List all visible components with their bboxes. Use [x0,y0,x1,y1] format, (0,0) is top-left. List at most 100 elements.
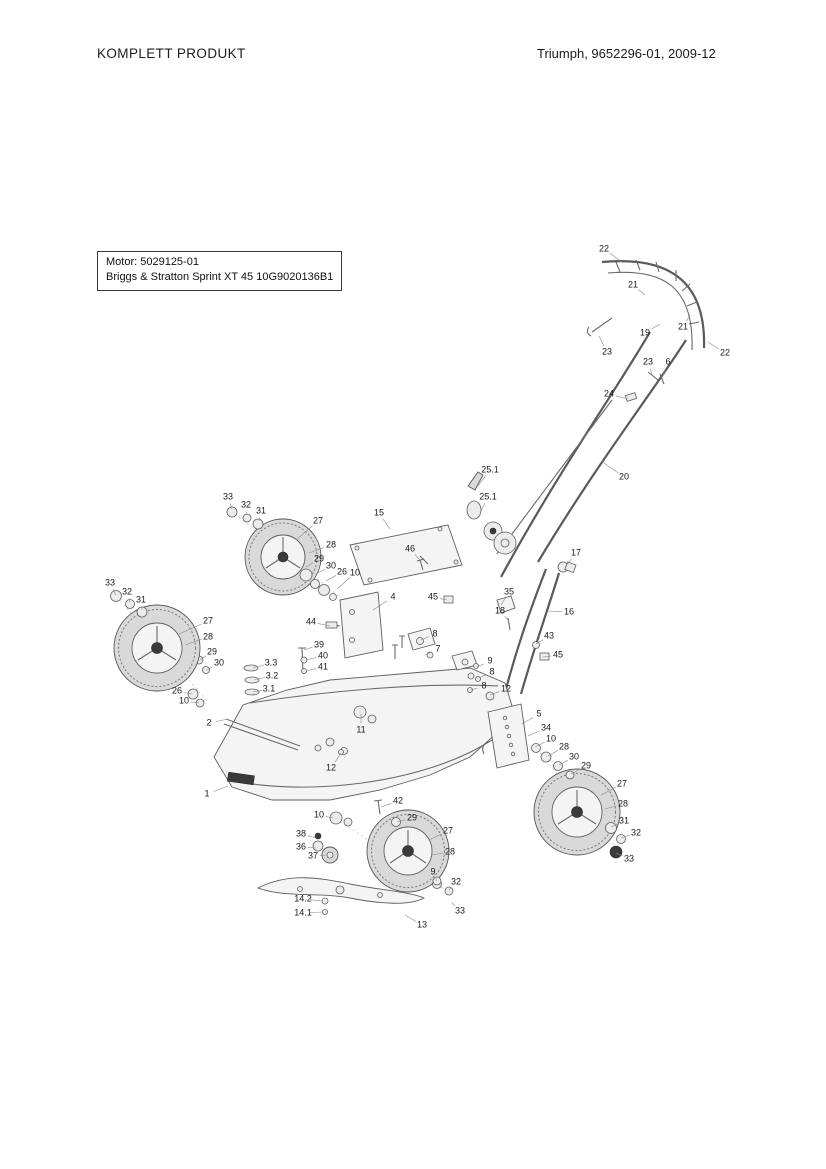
callout-label: 6 [665,356,670,366]
callout-leader-line [451,902,456,907]
callout-label: 7 [435,643,440,653]
callout-label: 12 [326,762,336,772]
callout-label: 30 [569,751,579,761]
callout-leader-line [428,833,442,841]
callout-leader-line [295,525,313,541]
callout-leader-line [521,717,534,725]
callout-label: 34 [541,722,551,732]
callout-label: 32 [451,876,461,886]
callout-leader-line [309,911,323,913]
callout-leader-line [317,623,331,627]
wheel-rear-left [329,799,454,896]
callout-label: 46 [405,543,415,553]
front-axle [223,718,301,751]
callout-leader-line [404,914,417,922]
callout-leader-line [435,878,438,882]
callout-leader-line [309,899,323,902]
callout-label: 41 [318,661,328,671]
callout-label: 4 [390,591,395,601]
callout-leader-line [372,600,388,611]
callout-label: 3.1 [263,683,276,693]
callout-leader-line [258,517,260,522]
wheel-front-left [110,590,201,692]
callout-leader-line [431,852,444,856]
callout-label: 32 [631,827,641,837]
callout-label: 28 [326,539,336,549]
callout-label: 3.2 [266,670,279,680]
callout-leader-line [206,666,214,671]
model-reference: Triumph, 9652296-01, 2009-12 [537,46,716,61]
callout-leader-line [477,475,487,487]
callout-label: 10 [179,695,189,705]
callout-leader-line [542,655,552,658]
callout-leader-line [439,598,448,601]
callout-leader-line [325,575,337,582]
callout-leader-line [336,577,350,590]
callout-label: 10 [350,567,360,577]
callout-label: 45 [553,649,563,659]
callout-leader-line [199,655,207,661]
callout-label: 11 [356,724,365,734]
callout-leader-line [303,646,313,651]
page-title: KOMPLETT PRODUKT [97,46,246,61]
callout-label: 28 [445,846,455,856]
callout-label: 2 [206,717,211,727]
callout-leader-line [112,589,117,596]
callout-leader-line [478,674,486,679]
callout-leader-line [252,664,265,669]
callout-label: 32 [122,586,132,596]
callout-label: 21 [678,321,688,331]
callout-label: 30 [214,657,224,667]
callout-label: 22 [720,347,730,357]
callout-leader-line [253,677,266,681]
callout-label: 12 [501,683,511,693]
callout-leader-line [535,639,544,645]
motor-description: Briggs & Stratton Sprint XT 45 10G902013… [106,271,334,284]
callout-leader-line [190,701,200,704]
callout-leader-line [305,668,317,672]
callout-leader-line [448,887,452,891]
callout-leader-line [382,518,391,530]
callout-leader-line [396,819,406,823]
callout-leader-line [213,785,229,792]
callout-label: 33 [223,491,233,501]
callout-leader-line [229,503,233,510]
callout-leader-line [128,598,131,603]
callout-label: 27 [617,778,627,788]
callout-leader-line [470,687,478,691]
callout-label: 29 [314,553,324,563]
height-adjust-brackets [392,558,550,693]
callout-leader-line [489,691,500,696]
callout-label: 27 [203,615,213,625]
callout-label: 35 [504,586,514,596]
callout-label: 13 [417,919,427,929]
callout-leader-line [183,692,193,695]
callout-leader-line [547,610,563,612]
callout-leader-line [604,805,617,810]
callout-label: 10 [314,809,324,819]
callout-label: 31 [619,815,629,825]
callout-leader-line [325,816,334,819]
callout-label: 29 [581,760,591,770]
callout-label: 31 [256,505,266,515]
callout-leader-line [707,341,720,350]
callout-label: 24 [604,388,614,398]
callout-leader-line [638,289,646,296]
callout-label: 22 [599,243,609,253]
callout-leader-line [414,553,421,561]
callout-label: 32 [241,499,251,509]
callout-leader-line [609,252,623,263]
callout-leader-line [307,847,317,849]
callout-label: 43 [544,630,554,640]
callout-label: 33 [455,905,465,915]
callout-leader-line [178,623,202,635]
callout-leader-line [615,395,629,400]
callout-label: 29 [407,812,417,822]
callout-leader-line [620,834,630,839]
callout-leader-line [527,730,540,737]
callout-label: 27 [443,825,453,835]
callout-leader-line [380,803,392,808]
callout-label: 9 [430,866,435,876]
